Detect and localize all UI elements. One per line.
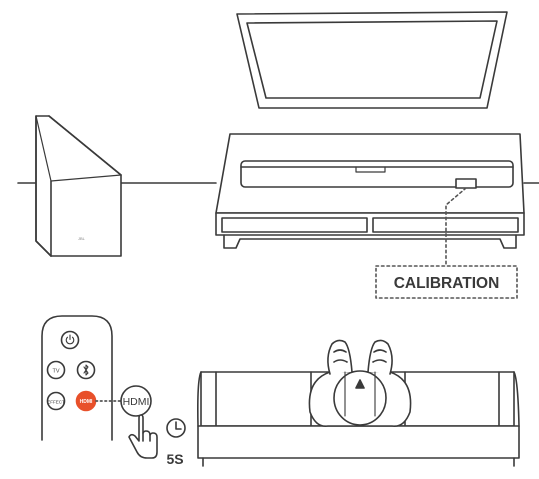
subwoofer: [35, 115, 122, 257]
remote-label-effects: EFFECT: [47, 400, 65, 405]
tv: [236, 11, 508, 109]
tv-stand: [215, 133, 525, 249]
calibration-callout-box: [375, 265, 518, 299]
soundbar: [240, 160, 514, 189]
power-icon: [65, 334, 75, 345]
remote-label-tv: TV: [52, 369, 59, 375]
remote-button-power[interactable]: [60, 330, 80, 350]
hand-press-icon: [128, 414, 158, 459]
remote-label-hdmi: HDMI: [80, 399, 93, 405]
hold-duration-label: 5S: [166, 451, 183, 467]
remote-button-tv[interactable]: [46, 360, 66, 380]
soundbar-port: [455, 178, 477, 189]
remote-control: [41, 315, 113, 441]
calibration-label: CALIBRATION: [394, 275, 500, 292]
clock-icon: [166, 418, 186, 438]
subwoofer-logo: JBL: [78, 236, 86, 241]
remote-button-bluetooth[interactable]: [76, 360, 96, 380]
calibration-leader-line: [445, 187, 467, 267]
remote-button-effects[interactable]: [46, 391, 66, 411]
hdmi-callout-label: HDMI: [123, 396, 150, 408]
bluetooth-icon: [83, 364, 89, 376]
listener-person: [308, 339, 412, 428]
hdmi-callout-circle: [120, 385, 152, 417]
